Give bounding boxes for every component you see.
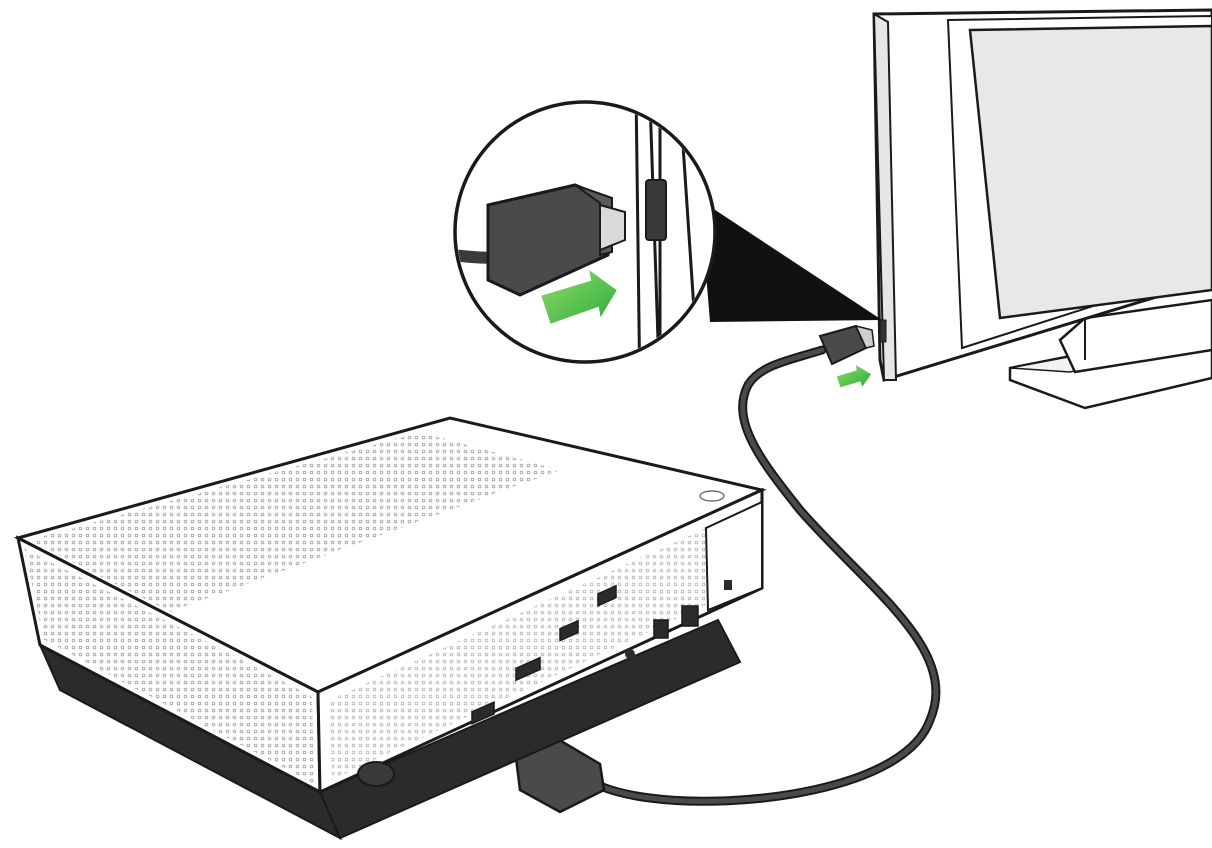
kensington-slot — [724, 580, 732, 590]
tv-screen — [970, 26, 1212, 318]
ir-port — [625, 649, 635, 659]
console-icon — [18, 418, 762, 838]
power-button — [358, 762, 394, 786]
tv-hdmi-port — [880, 320, 886, 342]
tv-end-connector — [820, 326, 874, 364]
console-logo-icon — [700, 491, 724, 501]
callout-cone — [700, 200, 882, 322]
tv-insert-arrow-icon — [836, 364, 872, 388]
ethernet-port — [682, 606, 698, 626]
television — [874, 10, 1212, 408]
optical-audio-port — [654, 620, 668, 638]
